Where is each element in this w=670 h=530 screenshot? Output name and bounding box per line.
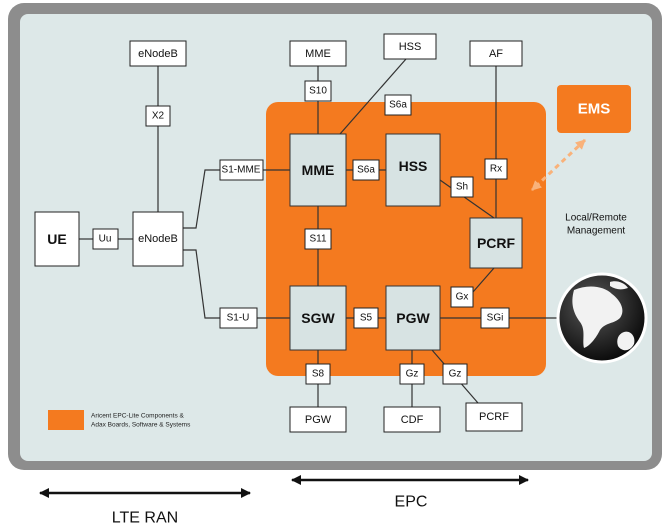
gz-left-label: Gz [406, 369, 419, 380]
s6a-top-label: S6a [389, 100, 407, 111]
s5-interface [353, 307, 379, 329]
s5-label: S5 [360, 313, 373, 324]
hss-top-node [383, 33, 437, 60]
epc-label: EPC [395, 494, 428, 511]
x2-interface [145, 105, 171, 127]
s6a-mid-label: S6a [357, 165, 375, 176]
s8-label: S8 [312, 369, 325, 380]
s11-interface [304, 228, 332, 250]
s8-interface [305, 363, 331, 385]
s10-label: S10 [309, 86, 327, 97]
mme-core-node [289, 133, 347, 207]
hss-top-label: HSS [399, 41, 422, 53]
ue-node [34, 211, 80, 267]
management-arrow [530, 138, 587, 192]
gz-right-interface [442, 363, 468, 385]
s1-u-interface [219, 307, 258, 329]
x2-label: X2 [152, 111, 165, 122]
s1-u-label: S1-U [227, 313, 250, 324]
sh-interface [450, 176, 474, 198]
rx-interface [484, 158, 508, 180]
pcrf-core-node [469, 217, 523, 269]
ems-node [557, 85, 631, 133]
af-top-label: AF [489, 48, 503, 60]
hss-core-node [385, 133, 441, 207]
mme-top-label: MME [305, 48, 331, 60]
gx-interface [450, 286, 474, 308]
legend-line2: Adax Boards, Software & Systems [91, 422, 191, 429]
management-line2: Management [567, 226, 626, 237]
globe-icon [556, 272, 648, 364]
cdf-bottom-node [383, 406, 441, 433]
pgw-core-node [385, 285, 441, 351]
ue-label: UE [47, 231, 66, 247]
mme-core-label: MME [302, 162, 335, 178]
s1-mme-interface [219, 159, 264, 181]
hss-core-label: HSS [399, 158, 428, 174]
sgi-label: SGi [487, 313, 504, 324]
pgw-bottom-label: PGW [305, 414, 332, 426]
enodeb-top-label: eNodeB [138, 48, 178, 60]
s11-label: S11 [309, 234, 326, 245]
lte-ran-label: LTE RAN [112, 510, 178, 527]
pgw-bottom-node [289, 406, 347, 433]
sh-label: Sh [456, 182, 468, 193]
ems-label: EMS [578, 101, 611, 118]
enodeb-top-node [129, 40, 187, 67]
pcrf-core-label: PCRF [477, 235, 516, 251]
sgi-interface [480, 307, 510, 329]
gx-label: Gx [456, 292, 469, 303]
rx-label: Rx [490, 164, 502, 175]
uu-label: Uu [99, 234, 112, 245]
cdf-bottom-label: CDF [401, 414, 424, 426]
legend-line1: Aricent EPC-Lite Components & [91, 413, 185, 420]
s6a-top-interface [384, 94, 412, 116]
management-line1: Local/Remote [565, 213, 627, 224]
pgw-core-label: PGW [396, 310, 430, 326]
s6a-mid-interface [352, 159, 380, 181]
s10-interface [304, 80, 332, 102]
pcrf-bottom-label: PCRF [479, 411, 509, 423]
enodeb-main-label: eNodeB [138, 233, 178, 245]
mme-top-node [289, 40, 347, 67]
legend-swatch [48, 410, 84, 430]
pcrf-bottom-node [465, 402, 523, 432]
sgw-core-node [289, 285, 347, 351]
s1-mme-label: S1-MME [222, 165, 261, 176]
uu-interface [92, 228, 119, 250]
sgw-core-label: SGW [301, 310, 335, 326]
af-top-node [469, 40, 523, 67]
gz-right-label: Gz [449, 369, 462, 380]
gz-left-interface [399, 363, 425, 385]
enodeb-main-node [132, 211, 184, 267]
